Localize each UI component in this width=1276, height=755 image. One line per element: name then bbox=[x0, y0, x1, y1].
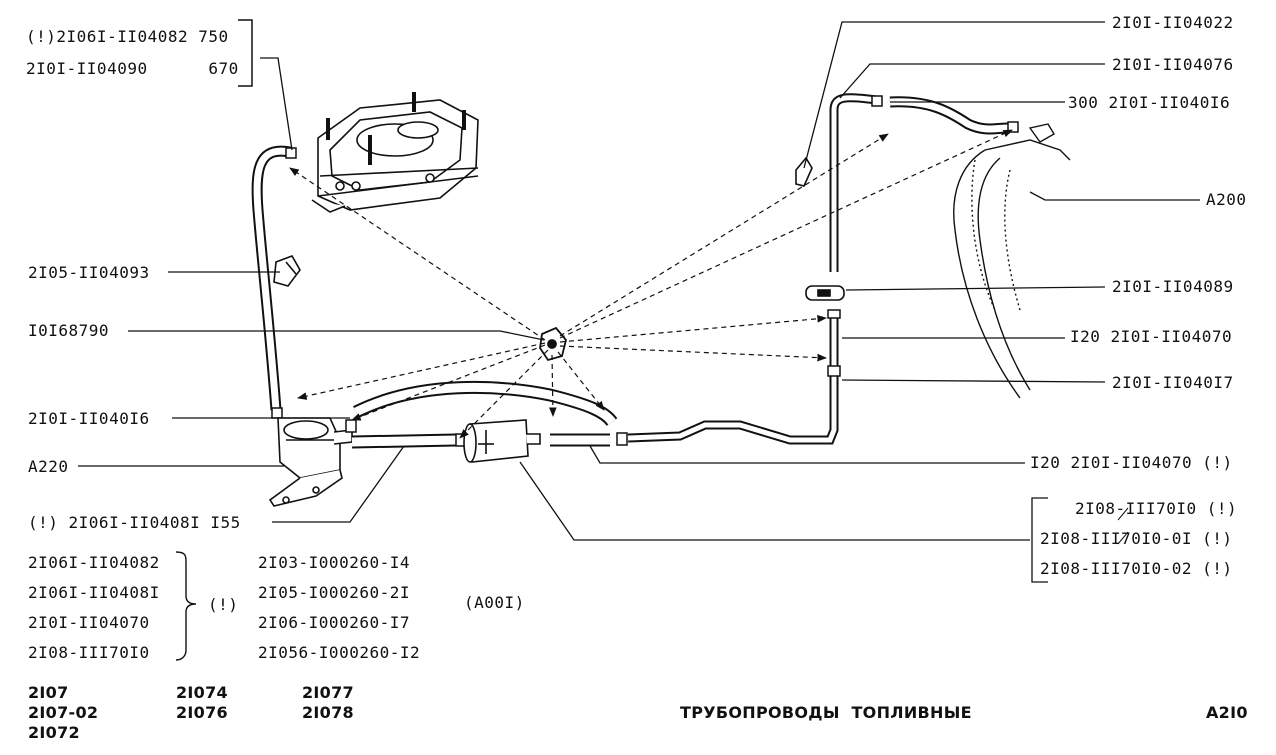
callout-line-bracket: 2I0I-II04022 bbox=[1112, 13, 1234, 32]
fuel-pump-illustration bbox=[268, 417, 353, 507]
fuel-filter-illustration bbox=[463, 419, 541, 463]
parts-list-item: 2I0I-II04070 bbox=[28, 613, 150, 632]
footer-model: 2I077 bbox=[302, 683, 354, 702]
footer-model: 2I07 bbox=[28, 683, 69, 702]
footer-model: 2I076 bbox=[176, 703, 228, 722]
hose-clip bbox=[273, 255, 301, 287]
callout-tank-hose: 300 2I0I-II040I6 bbox=[1068, 93, 1231, 112]
grommet bbox=[805, 285, 845, 301]
callout-filter-b: 2I08-III70I0-0I (!) bbox=[1040, 529, 1233, 548]
footer-model: 2I07-02 bbox=[28, 703, 99, 722]
callout-joint-hose: I20 2I0I-II04070 bbox=[1070, 327, 1233, 346]
footer-model: 2I072 bbox=[28, 723, 80, 742]
callout-pump-filter-hose: (!) 2I06I-II0408I I55 bbox=[28, 513, 241, 532]
callout-grommet: 2I0I-II04089 bbox=[1112, 277, 1234, 296]
footer-model: 2I078 bbox=[302, 703, 354, 722]
callout-filter-a: 2I08-III70I0 (!) bbox=[1075, 499, 1238, 518]
parts-list-ref: 2I056-I000260-I2 bbox=[258, 643, 421, 662]
parts-list-item: 2I06I-II0408I bbox=[28, 583, 160, 602]
parts-list-ref: 2I06-I000260-I7 bbox=[258, 613, 410, 632]
callout-return-line: 2I0I-II04076 bbox=[1112, 55, 1234, 74]
left-vertical-hose bbox=[251, 145, 297, 419]
filter-outlet-hose bbox=[550, 432, 628, 447]
callout-feed-line: 2I0I-II040I7 bbox=[1112, 373, 1234, 392]
steel-line-to-tank bbox=[627, 309, 841, 445]
footer-title: ТРУБОПРОВОДЫ ТОПЛИВНЫЕ bbox=[680, 703, 972, 722]
callout-return-hose: 2I0I-II040I6 bbox=[28, 409, 150, 428]
footer-code: A2I0 bbox=[1206, 703, 1248, 722]
callout-filter-c: 2I08-III70I0-02 (!) bbox=[1040, 559, 1233, 578]
line-bracket bbox=[795, 156, 813, 187]
callout-tank: A200 bbox=[1206, 190, 1247, 209]
hose-clamp bbox=[539, 326, 567, 362]
callout-filter-hose: I20 2I0I-II04070 (!) bbox=[1030, 453, 1233, 472]
callout-clip: 2I05-II04093 bbox=[28, 263, 150, 282]
callout-clamp: I0I68790 bbox=[28, 321, 110, 340]
top-left-bracket bbox=[238, 19, 253, 87]
callout-pump: A220 bbox=[28, 457, 69, 476]
parts-list-item: 2I06I-II04082 bbox=[28, 553, 160, 572]
clamp-location-arrows bbox=[289, 129, 1013, 439]
pump-to-filter-hose bbox=[351, 433, 467, 449]
parts-list-brace bbox=[175, 551, 197, 661]
footer-model: 2I074 bbox=[176, 683, 228, 702]
parts-list-item: 2I08-III70I0 bbox=[28, 643, 150, 662]
fuel-tank-illustration bbox=[953, 123, 1071, 399]
parts-list-ref: 2I05-I000260-2I bbox=[258, 583, 410, 602]
parts-list-ref: 2I03-I000260-I4 bbox=[258, 553, 410, 572]
parts-list-code: (A00I) bbox=[464, 593, 525, 612]
parts-list-mark: (!) bbox=[208, 595, 239, 614]
callout-carb-hose-a: (!)2I06I-II04082 750 bbox=[26, 27, 229, 46]
upper-middle-hose bbox=[345, 380, 618, 433]
carburetor-illustration bbox=[311, 92, 479, 213]
callout-carb-hose-b: 2I0I-II04090 670 bbox=[26, 59, 239, 78]
tank-top-lines bbox=[829, 93, 1019, 272]
leader-lines bbox=[78, 21, 1200, 583]
